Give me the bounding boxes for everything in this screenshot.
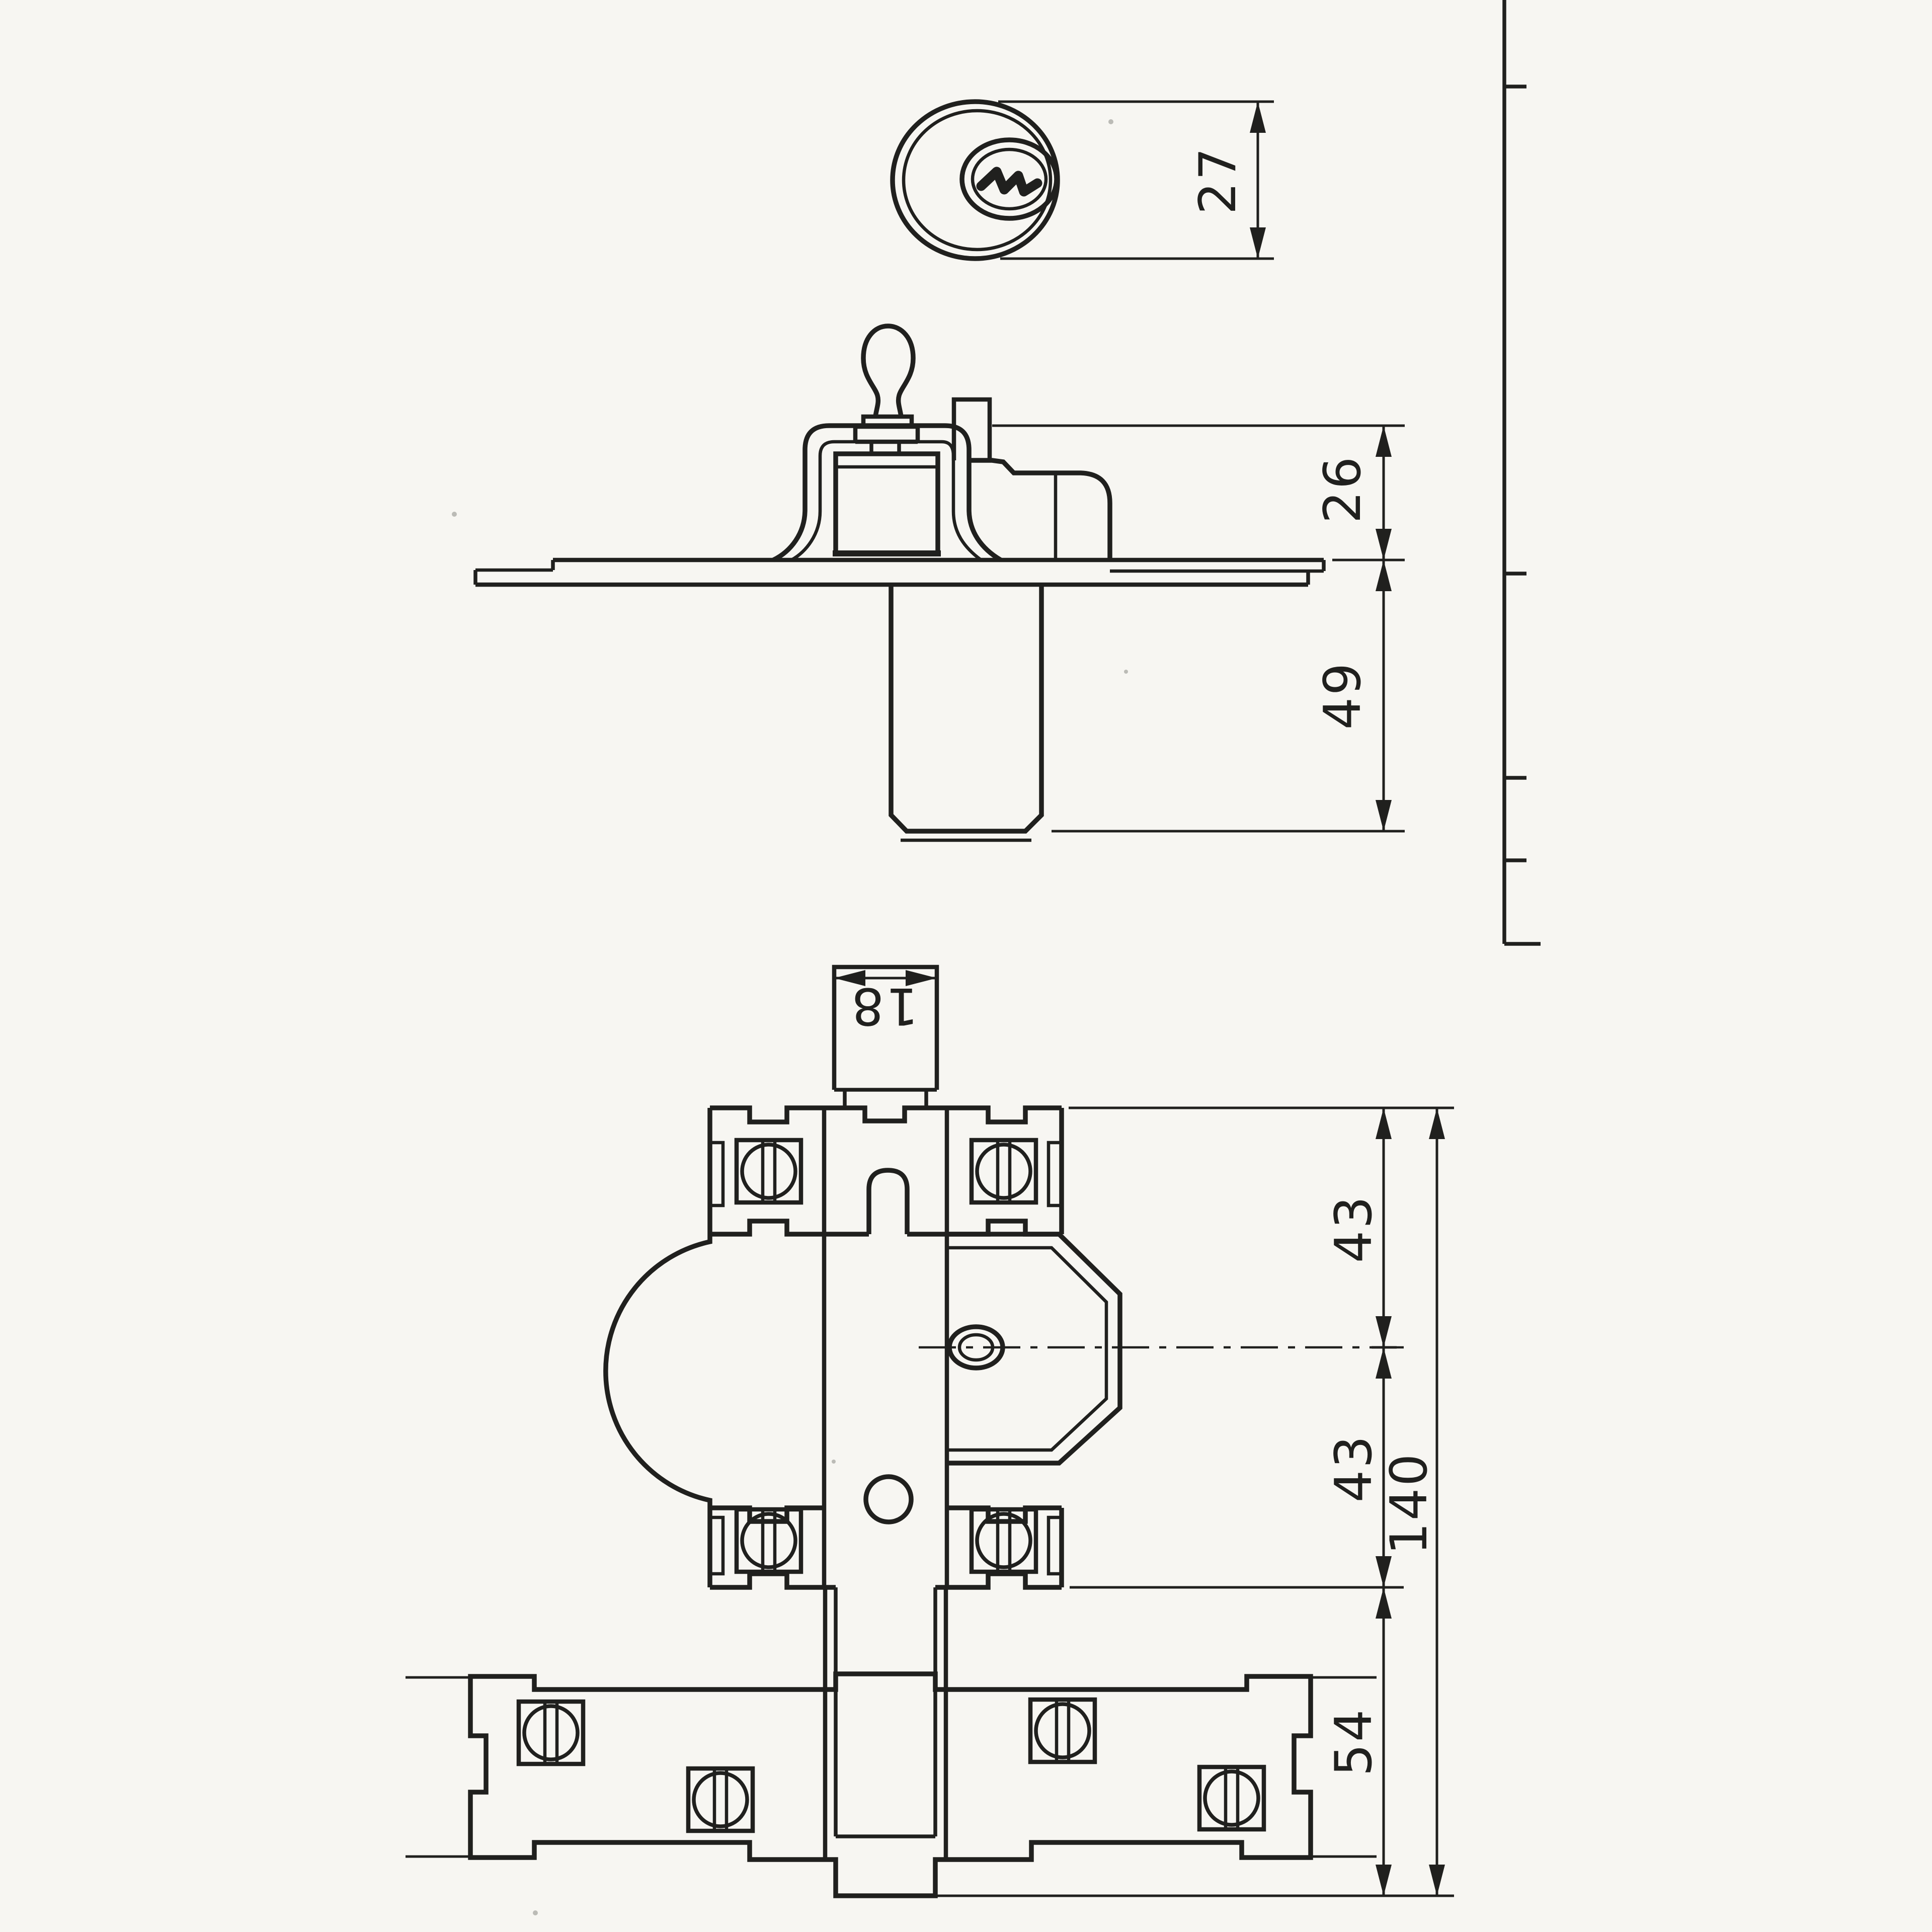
dim-label-43-bottom: 43 — [1324, 1434, 1383, 1503]
mounting-plate — [473, 557, 1326, 587]
latch-block — [968, 458, 1112, 560]
keeper-bar — [406, 1671, 1377, 1898]
screw-head — [1030, 1700, 1095, 1762]
dim-label-18: 18 — [850, 977, 919, 1036]
dim-label-27: 27 — [1188, 146, 1247, 215]
guide-pin — [863, 1474, 914, 1524]
break-lines — [406, 1676, 1377, 1858]
octagon-boss-outer — [947, 1232, 1122, 1466]
cylinder-face-view: 27 — [890, 99, 1274, 261]
cylinder-plug-inner — [971, 147, 1048, 211]
fold-marks — [1502, 0, 1541, 946]
screw-head — [519, 1702, 583, 1764]
dimension-bolt-width: 18 — [834, 970, 937, 1036]
body-middle — [603, 1232, 1404, 1508]
body-lower-band — [707, 1474, 1064, 1590]
plan-view: 18 — [406, 964, 1454, 1898]
cylinder-plug-outer — [959, 137, 1059, 221]
dim-label-26: 26 — [1313, 455, 1372, 524]
lock-case-section — [833, 451, 941, 556]
bolt-channel-lower — [823, 1587, 948, 1859]
turn-knob — [853, 324, 920, 454]
bolt — [832, 964, 939, 1108]
screw-head — [688, 1768, 753, 1831]
screw-head — [1199, 1767, 1264, 1829]
dim-label-54: 54 — [1324, 1708, 1383, 1777]
dim-label-49: 49 — [1313, 661, 1372, 730]
dim-label-43-top: 43 — [1324, 1194, 1383, 1263]
octagon-boss-inner — [947, 1246, 1108, 1452]
dimension-cylinder-diameter: 27 — [998, 100, 1274, 260]
dim-label-140: 140 — [1379, 1452, 1438, 1555]
body-top-band — [707, 1105, 1064, 1237]
round-bulge — [603, 1234, 712, 1508]
screw-head — [737, 1140, 801, 1202]
cylinder-rim-inner — [902, 109, 1053, 252]
case-hood — [772, 423, 1002, 562]
cylinder-rim-outer — [890, 99, 1060, 261]
stop-post — [951, 397, 992, 460]
u-slot — [866, 1168, 910, 1234]
scan-specks — [452, 119, 1128, 1915]
cylinder-body — [889, 585, 1044, 842]
side-elevation-view: 26 49 — [473, 324, 1405, 842]
dimension-stack: 43 43 140 54 — [935, 1106, 1454, 1897]
keyhole — [976, 167, 1042, 197]
screw-head — [972, 1140, 1036, 1202]
screw-head — [737, 1509, 801, 1572]
dimension-case-height: 26 49 — [992, 424, 1405, 833]
